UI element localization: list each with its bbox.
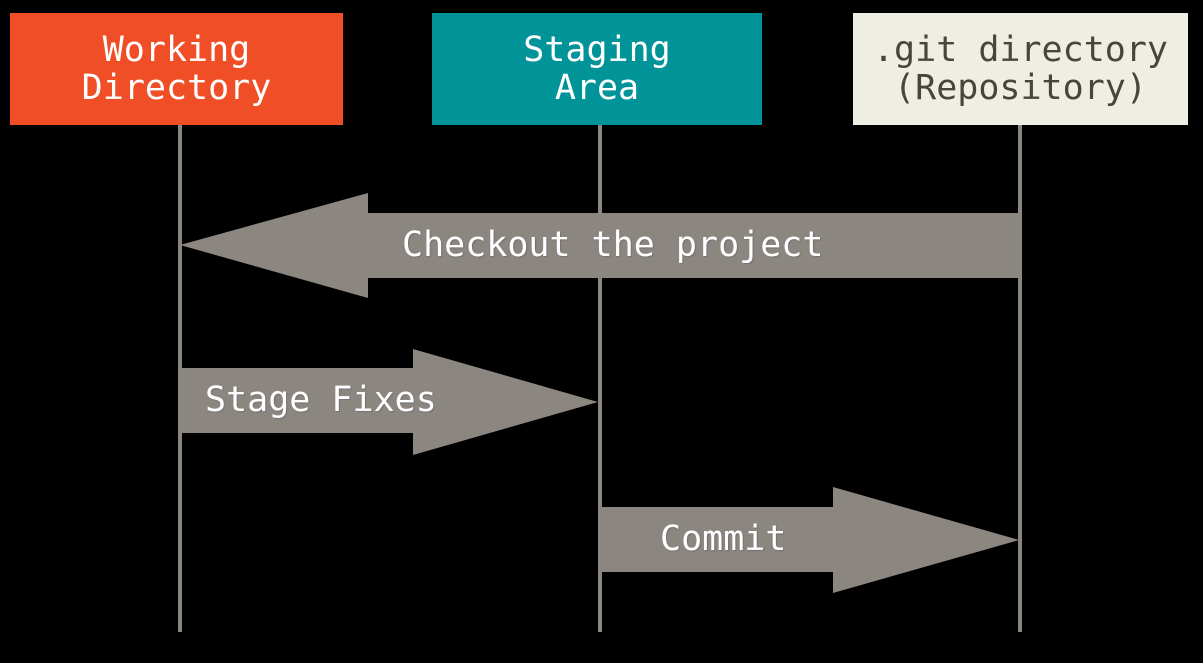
git-directory-label: .git directory (Repository) — [872, 30, 1168, 108]
checkout-arrow-body — [368, 213, 1020, 278]
git-directory-lifeline — [1018, 125, 1022, 632]
commit-arrow-body — [600, 507, 833, 572]
staging-area-box: Staging Area — [432, 13, 762, 125]
stage-fixes-arrow-head-icon — [413, 349, 598, 455]
commit-arrow-head-icon — [833, 487, 1019, 593]
git-directory-box: .git directory (Repository) — [853, 13, 1188, 125]
staging-area-lifeline — [598, 125, 602, 632]
working-directory-box: Working Directory — [10, 13, 343, 125]
staging-area-label: Staging Area — [523, 30, 671, 108]
working-directory-label: Working Directory — [81, 30, 272, 108]
stage-fixes-arrow-body — [180, 368, 413, 433]
checkout-arrow-label: Checkout the project — [402, 225, 824, 265]
commit-arrow-label: Commit — [660, 519, 787, 559]
checkout-arrow-head-icon — [180, 193, 368, 298]
stage-fixes-arrow-label: Stage Fixes — [205, 380, 437, 420]
